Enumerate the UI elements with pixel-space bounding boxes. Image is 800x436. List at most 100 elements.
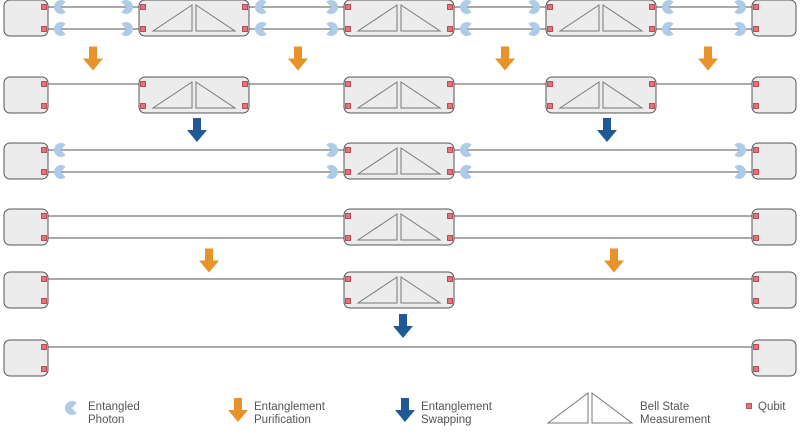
bell-state-measurement-icon <box>356 4 442 32</box>
bell-state-measurement-icon <box>151 4 237 32</box>
qubit-icon <box>41 147 47 153</box>
repeater-box <box>343 76 455 114</box>
bell-right-triangle <box>400 276 442 304</box>
bell-state-measurement-icon <box>356 147 442 175</box>
qubit-icon <box>41 81 47 87</box>
entangled-photon-icon <box>326 22 338 36</box>
entangled-photon-icon <box>255 0 267 15</box>
bell-left-triangle <box>356 147 398 175</box>
qubit-icon <box>447 235 453 241</box>
end-node-box <box>751 76 797 114</box>
bell-left-triangle <box>546 392 589 424</box>
qubit-icon <box>447 276 453 282</box>
end-node-right <box>751 142 797 180</box>
repeater-box <box>545 76 657 114</box>
entangled-photon-icon <box>528 22 540 36</box>
entangled-photon-icon <box>460 143 472 157</box>
qubit-icon <box>753 298 759 304</box>
qubit-icon <box>140 26 146 32</box>
entangled-photon-icon <box>54 143 66 157</box>
end-node-left <box>3 142 49 180</box>
repeater-node-r2 <box>343 76 455 114</box>
legend-label-qubit: Qubit <box>758 401 786 413</box>
qubit-icon <box>41 169 47 175</box>
qubit-icon <box>345 276 351 282</box>
bell-state-measurement-icon <box>558 4 644 32</box>
entangled-photon-icon <box>54 0 66 15</box>
repeater-node-r3 <box>545 0 657 37</box>
qubit-icon <box>345 213 351 219</box>
repeater-node-r1 <box>138 0 250 37</box>
bell-state-measurement-icon <box>546 392 634 424</box>
bell-right-triangle <box>602 81 644 109</box>
repeater-node-r2 <box>343 271 455 309</box>
purification-arrow-icon <box>83 46 103 71</box>
qubit-icon <box>41 213 47 219</box>
qubit-icon <box>41 276 47 282</box>
qubit-icon <box>345 169 351 175</box>
qubit-icon <box>345 4 351 10</box>
purification-arrow-icon <box>228 398 248 422</box>
entangled-photon-icon <box>326 143 338 158</box>
bell-left-triangle <box>356 276 398 304</box>
purification-arrow-icon <box>199 248 219 273</box>
qubit-icon <box>345 147 351 153</box>
entangled-photon-icon <box>528 0 540 14</box>
end-node-box <box>3 208 49 246</box>
end-node-left <box>3 339 49 377</box>
end-node-right <box>751 208 797 246</box>
bell-left-triangle <box>356 4 398 32</box>
bell-left-triangle <box>356 213 398 241</box>
qubit-icon <box>242 81 248 87</box>
repeater-box <box>343 271 455 309</box>
swapping-arrow-icon <box>395 398 415 422</box>
qubit-icon <box>547 103 553 109</box>
bell-right-triangle <box>400 147 442 175</box>
entangled-photon-icon <box>734 0 746 14</box>
end-node-right <box>751 0 797 37</box>
qubit-icon <box>140 81 146 87</box>
bell-state-measurement-icon <box>558 81 644 109</box>
qubit-icon <box>753 4 759 10</box>
purification-arrow-icon <box>698 46 718 71</box>
qubit-icon <box>41 103 47 109</box>
end-node-right <box>751 271 797 309</box>
qubit-icon <box>447 81 453 87</box>
qubit-icon <box>447 103 453 109</box>
repeater-node-r2 <box>343 0 455 37</box>
entangled-photon-icon <box>326 165 338 180</box>
bell-right-triangle <box>400 4 442 32</box>
qubit-icon <box>345 235 351 241</box>
end-node-box <box>751 271 797 309</box>
bell-right-triangle <box>591 392 634 424</box>
purification-arrow-icon <box>288 46 308 71</box>
qubit-icon <box>753 81 759 87</box>
qubit-icon <box>753 213 759 219</box>
entangled-photon-icon <box>460 165 472 180</box>
entangled-photon-icon <box>326 0 338 14</box>
repeater-box <box>343 0 455 37</box>
end-node-left <box>3 208 49 246</box>
qubit-icon <box>345 26 351 32</box>
qubit-icon <box>41 4 47 10</box>
qubit-icon <box>649 4 655 10</box>
end-node-box <box>751 339 797 377</box>
repeater-box <box>138 0 250 37</box>
qubit-icon <box>547 81 553 87</box>
repeater-node-r3 <box>545 76 657 114</box>
bell-state-measurement-icon <box>356 213 442 241</box>
qubit-icon <box>753 235 759 241</box>
bell-left-triangle <box>558 81 600 109</box>
entangled-photon-icon <box>662 22 674 36</box>
qubit-icon <box>41 366 47 372</box>
qubit-icon <box>140 103 146 109</box>
swapping-arrow-icon <box>597 118 617 142</box>
entangled-photon-icon <box>54 22 66 36</box>
bell-right-triangle <box>400 81 442 109</box>
bell-left-triangle <box>558 4 600 32</box>
qubit-icon <box>242 103 248 109</box>
